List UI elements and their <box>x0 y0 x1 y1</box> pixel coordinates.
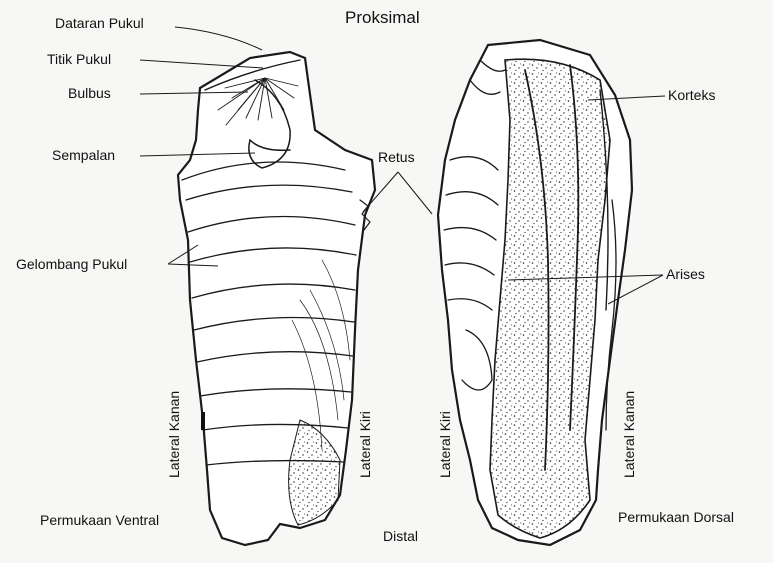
label-dorsal-lateral-right: Lateral Kanan <box>621 391 637 478</box>
label-bulb: Bulbus <box>68 85 111 101</box>
ventral-outline <box>178 52 375 545</box>
label-dorsal-lateral-left: Lateral Kiri <box>437 411 453 478</box>
ventral-flake <box>178 52 375 545</box>
label-retouch: Retus <box>378 149 415 165</box>
label-ventral-lateral-right: Lateral Kanan <box>166 391 182 478</box>
label-ripples: Gelombang Pukul <box>16 256 127 272</box>
label-point-of-impact: Titik Pukul <box>47 51 111 67</box>
leader-retus-right <box>398 172 432 214</box>
label-cortex: Korteks <box>668 87 715 103</box>
label-dorsal-surface: Permukaan Dorsal <box>618 509 734 525</box>
dorsal-flake <box>438 40 632 545</box>
ventral-mark <box>201 412 205 430</box>
label-arises: Arises <box>666 266 705 282</box>
label-distal: Distal <box>383 528 418 544</box>
label-eraillure: Sempalan <box>52 147 115 163</box>
label-striking-platform: Dataran Pukul <box>55 15 144 31</box>
label-ventral-surface: Permukaan Ventral <box>40 512 159 528</box>
label-proximal: Proksimal <box>345 10 420 26</box>
leader-dataran <box>175 27 262 50</box>
label-ventral-lateral-left: Lateral Kiri <box>357 411 373 478</box>
